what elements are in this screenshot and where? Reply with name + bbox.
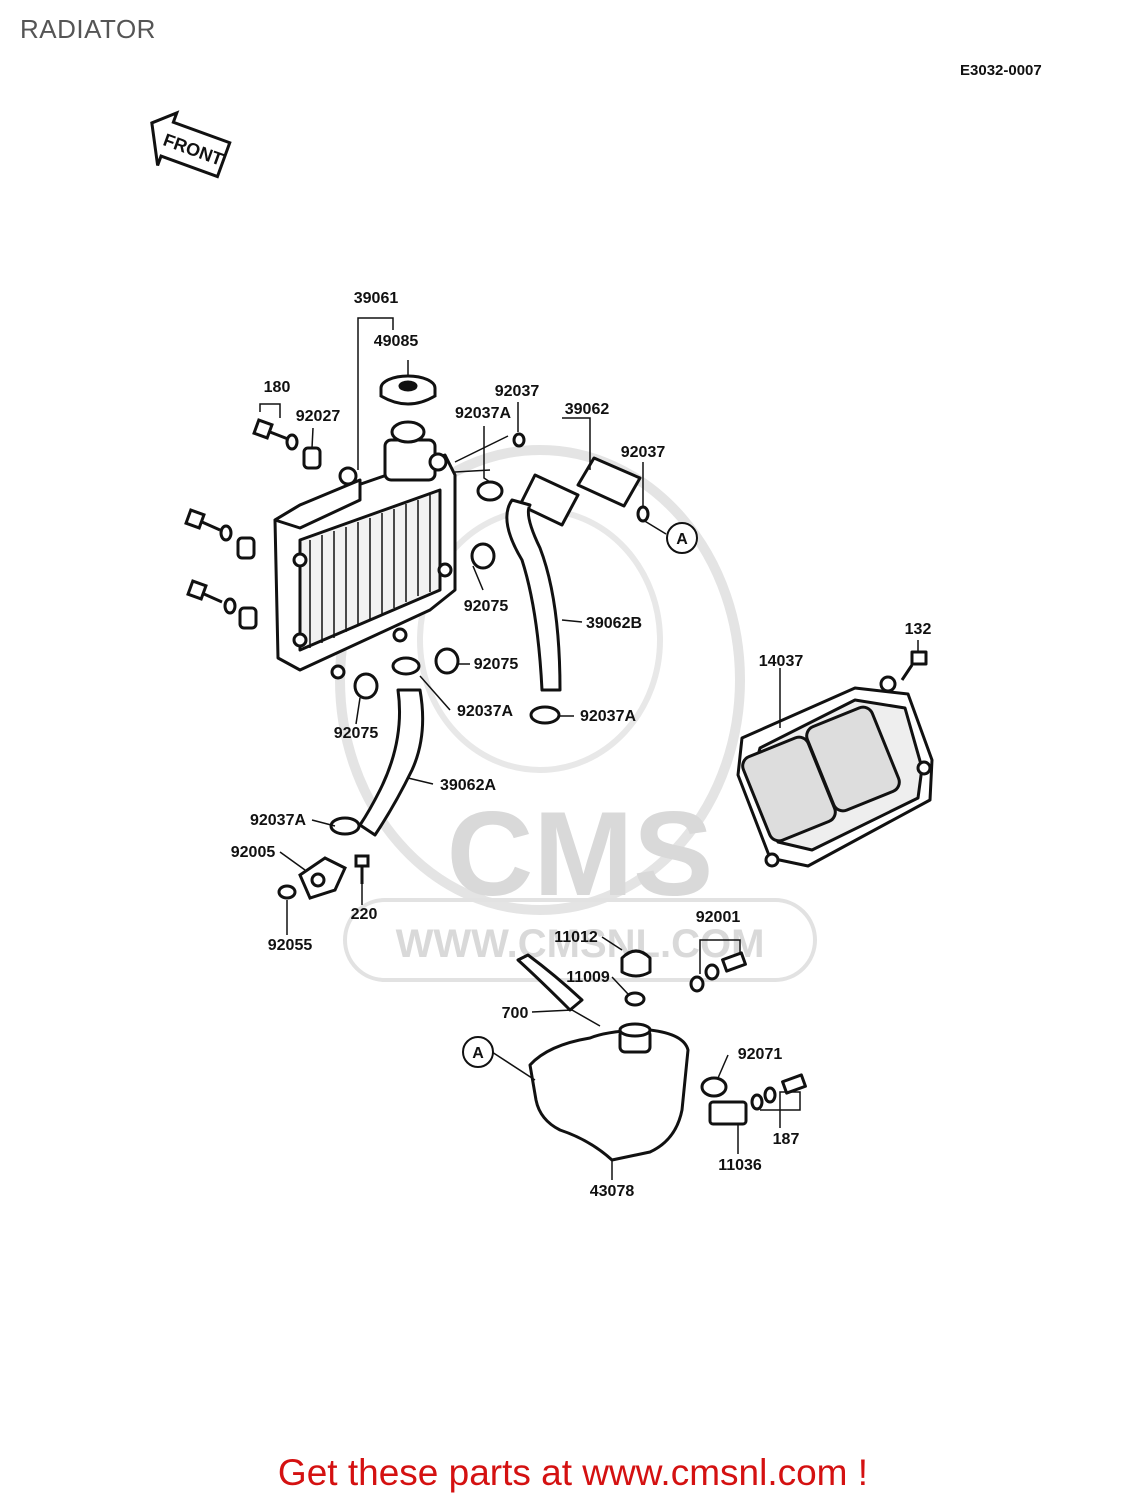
diagram-code: E3032-0007 [960, 62, 1042, 79]
callout-92037a-low: 92037A [250, 812, 306, 829]
watermark: CMS WWW.CMSNL.COM [335, 445, 817, 982]
water-outlet-fitting [277, 854, 370, 900]
callout-92037-right: 92037 [621, 444, 666, 461]
callout-187: 187 [773, 1131, 800, 1148]
reference-markers: A A [462, 522, 698, 1068]
bolts-left [184, 418, 322, 630]
callout-92075-c: 92075 [334, 725, 379, 742]
grommets [353, 542, 496, 700]
callout-180: 180 [264, 379, 291, 396]
ref-a-upper-circle [666, 522, 698, 554]
callout-11036: 11036 [718, 1157, 762, 1174]
page-title: RADIATOR [20, 14, 156, 44]
hoses [358, 456, 642, 1012]
radiator-core [273, 420, 457, 680]
callout-39062: 39062 [565, 401, 610, 418]
callout-92075-b: 92075 [474, 656, 519, 673]
callout-14037: 14037 [759, 653, 804, 670]
callout-49085: 49085 [374, 333, 419, 350]
callout-220: 220 [351, 906, 378, 923]
callout-11009: 11009 [566, 969, 610, 986]
callout-92037a-right: 92037A [580, 708, 636, 725]
callout-92071: 92071 [738, 1046, 783, 1063]
callout-39062a: 39062A [440, 777, 496, 794]
callout-92075-a: 92075 [464, 598, 509, 615]
callout-11012: 11012 [554, 929, 598, 946]
ref-a-lower: A [472, 1045, 484, 1062]
callout-92027: 92027 [296, 408, 341, 425]
watermark-url-text: WWW.CMSNL.COM [396, 922, 765, 966]
promo-link[interactable]: Get these parts at www.cmsnl.com ! [277, 1452, 869, 1493]
part-callouts: 39061 49085 180 92027 92037 92037A 39062… [231, 290, 932, 1200]
callout-132: 132 [905, 621, 932, 638]
front-arrow-icon: FRONT [150, 110, 232, 179]
reservoir-tank [528, 949, 807, 1162]
callout-39061: 39061 [354, 290, 399, 307]
callout-92037a-top: 92037A [455, 405, 511, 422]
callout-43078: 43078 [590, 1183, 635, 1200]
callout-92055: 92055 [268, 937, 313, 954]
callout-39062b: 39062B [586, 615, 642, 632]
radiator-screen [736, 650, 934, 868]
callout-92037a-mid: 92037A [457, 703, 513, 720]
radiator-cap [379, 374, 437, 406]
callout-92005: 92005 [231, 844, 276, 861]
leader-lines [259, 317, 919, 1180]
ref-a-lower-circle [462, 1036, 494, 1068]
callout-92037-top: 92037 [495, 383, 540, 400]
ref-a-upper: A [676, 531, 688, 548]
callout-700: 700 [502, 1005, 529, 1022]
callout-92001: 92001 [696, 909, 741, 926]
